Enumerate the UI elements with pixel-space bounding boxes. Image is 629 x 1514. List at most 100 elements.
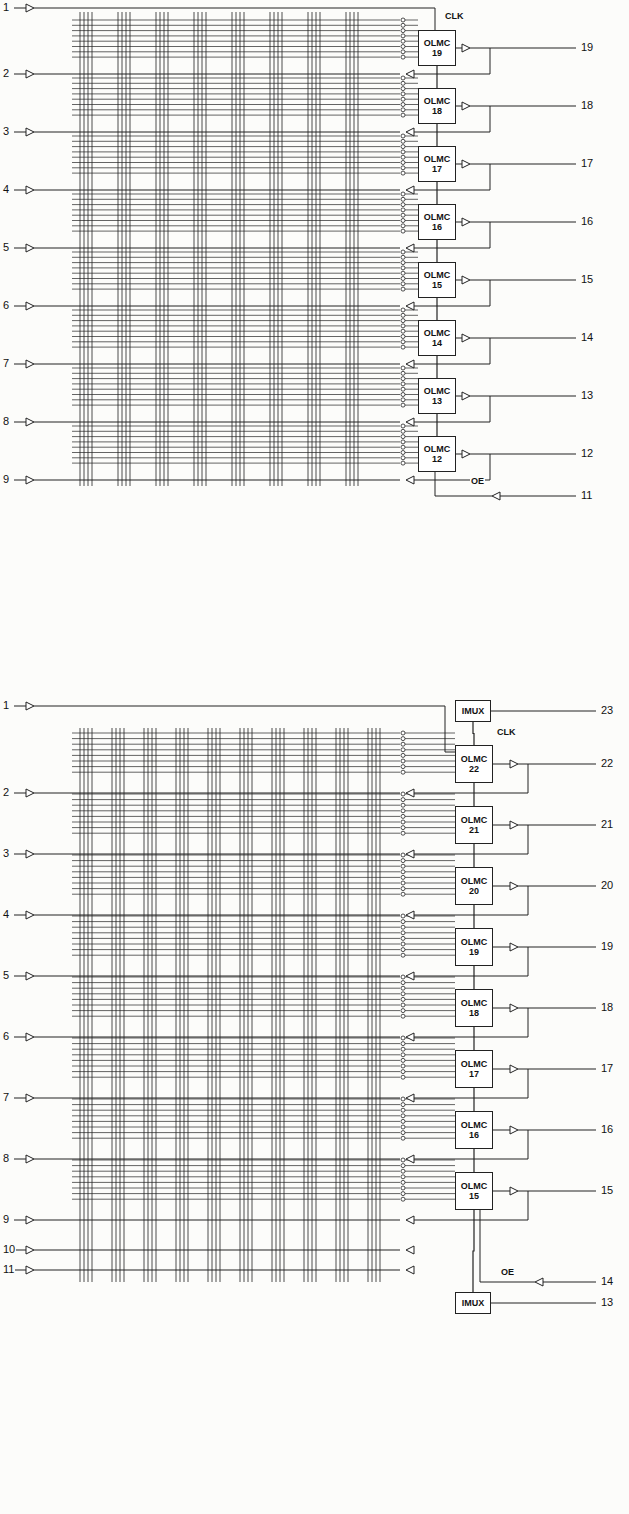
and-gate [401, 1009, 405, 1013]
product-term [72, 93, 400, 94]
and-gate [401, 382, 405, 386]
product-term [72, 1115, 400, 1116]
product-term [72, 83, 400, 84]
product-term [405, 766, 455, 767]
product-term [72, 855, 400, 856]
product-term [405, 894, 455, 895]
and-gate [401, 1136, 405, 1140]
pin-number: 8 [2, 415, 10, 428]
and-gate [401, 1186, 405, 1190]
block-label: OLMC 16 [456, 1120, 492, 1140]
pin-number: 18 [600, 1001, 614, 1014]
block-label: OLMC 17 [456, 1059, 492, 1079]
product-term [405, 394, 418, 395]
product-term [72, 1049, 400, 1050]
product-term [405, 749, 455, 750]
and-gate [401, 820, 405, 824]
block-label: OLMC 18 [419, 96, 455, 116]
product-term [405, 167, 418, 168]
output-wire [470, 164, 576, 165]
product-term [72, 766, 400, 767]
buffer-symbol [26, 911, 34, 919]
product-term [405, 452, 418, 453]
input-wire [491, 711, 596, 712]
and-gate [401, 155, 405, 159]
buffer-symbol [406, 244, 414, 252]
block-label: OLMC 19 [456, 937, 492, 957]
buffer-symbol [406, 1155, 414, 1163]
product-term [72, 761, 400, 762]
product-term [405, 194, 418, 195]
buffer-symbol [462, 218, 470, 226]
pin-number: 14 [600, 1275, 614, 1288]
wire [14, 1037, 26, 1038]
and-gate [401, 345, 405, 349]
and-gate [401, 324, 405, 328]
product-term [405, 1071, 455, 1072]
wire [14, 854, 26, 855]
product-term [72, 194, 400, 195]
signal-label: OE [470, 475, 485, 488]
pin-number: 19 [580, 41, 594, 54]
product-term [405, 347, 418, 348]
pin-number: 15 [580, 273, 594, 286]
product-term [72, 273, 400, 274]
product-term [72, 115, 400, 116]
and-gate [401, 440, 405, 444]
and-gate [401, 1036, 405, 1040]
product-term [72, 257, 400, 258]
block-label: OLMC 14 [419, 328, 455, 348]
buffer-symbol [462, 450, 470, 458]
product-term [405, 1188, 455, 1189]
buffer-symbol [26, 1216, 34, 1224]
and-gate [401, 229, 405, 233]
and-gate [401, 981, 405, 985]
and-gate [401, 429, 405, 433]
and-gate [401, 461, 405, 465]
output-wire [470, 280, 576, 281]
buffer-symbol [406, 418, 414, 426]
pin-number: 2 [2, 786, 10, 799]
product-term [72, 860, 400, 861]
pin-number: 11 [2, 1263, 15, 1276]
input-wire [34, 190, 400, 191]
wire [14, 480, 26, 481]
product-term [72, 99, 400, 100]
buffer-symbol [26, 476, 34, 484]
block-link [436, 414, 437, 436]
product-term [72, 331, 400, 332]
pin-number: 16 [580, 215, 594, 228]
output-wire [518, 947, 596, 948]
wire [14, 8, 26, 9]
product-term [405, 289, 418, 290]
input-wire [34, 74, 400, 75]
product-term [72, 35, 400, 36]
buffer-symbol [26, 850, 34, 858]
product-term [72, 447, 400, 448]
product-term [405, 426, 418, 427]
input-wire [34, 915, 400, 916]
product-term [405, 805, 455, 806]
product-term [405, 883, 455, 884]
product-term [72, 378, 400, 379]
product-term [72, 799, 400, 800]
product-term [72, 1121, 400, 1122]
product-term [72, 341, 400, 342]
and-gate [401, 87, 405, 91]
and-gate [401, 1125, 405, 1129]
and-gate [401, 814, 405, 818]
and-gate [401, 831, 405, 835]
product-term [405, 799, 455, 800]
product-term [72, 1077, 400, 1078]
buffer-symbol [535, 1278, 543, 1286]
product-term [405, 136, 418, 137]
output-wire [518, 825, 596, 826]
product-term [72, 888, 400, 889]
wire [14, 1270, 26, 1271]
and-gate [401, 266, 405, 270]
block-link [473, 783, 474, 806]
product-term [72, 51, 400, 52]
pin-number: 3 [2, 847, 10, 860]
and-gate [401, 853, 405, 857]
block-link [473, 844, 474, 867]
